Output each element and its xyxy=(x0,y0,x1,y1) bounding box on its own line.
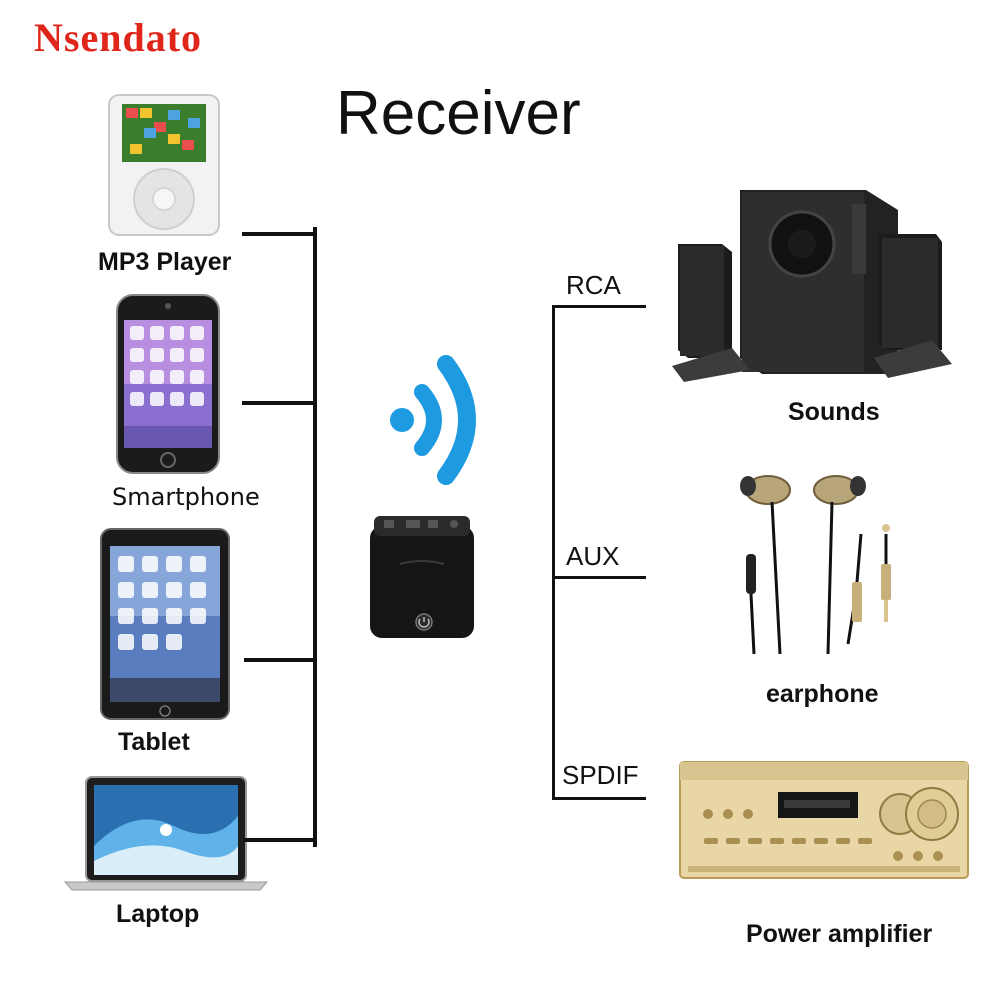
output-label-power-amplifier: Power amplifier xyxy=(746,920,933,948)
earphones-icon xyxy=(740,475,891,655)
connector-line-aux xyxy=(552,576,646,579)
output-label-earphone: earphone xyxy=(766,680,879,708)
smartphone-icon xyxy=(116,294,220,474)
receiver-device-icon xyxy=(370,516,474,638)
connector-line-smartphone xyxy=(242,401,315,405)
port-label-aux: AUX xyxy=(566,541,620,571)
wireless-signal-icon xyxy=(390,355,476,485)
speakers-icon xyxy=(672,190,952,382)
laptop-icon xyxy=(63,776,269,891)
output-label-sounds: Sounds xyxy=(788,398,880,426)
output-bus-line xyxy=(552,305,555,800)
brand-logo: Nsendato xyxy=(34,15,203,60)
port-label-spdif: SPDIF xyxy=(562,760,639,790)
source-label-mp3-player: MP3 Player xyxy=(98,248,232,276)
source-label-laptop: Laptop xyxy=(116,900,200,928)
connector-line-rca xyxy=(552,305,646,308)
amplifier-icon xyxy=(679,761,969,879)
port-label-rca: RCA xyxy=(566,270,621,300)
connector-line-laptop xyxy=(244,838,315,842)
connector-line-mp3-player xyxy=(242,232,315,236)
diagram-title: Receiver xyxy=(336,79,581,148)
source-bus-line xyxy=(313,227,317,847)
mp3-player-icon xyxy=(108,94,220,236)
source-label-tablet: Tablet xyxy=(118,728,190,756)
tablet-icon xyxy=(100,528,230,720)
source-label-smartphone: Smartphone xyxy=(112,483,260,511)
connector-line-spdif xyxy=(552,797,646,800)
connector-line-tablet xyxy=(244,658,315,662)
